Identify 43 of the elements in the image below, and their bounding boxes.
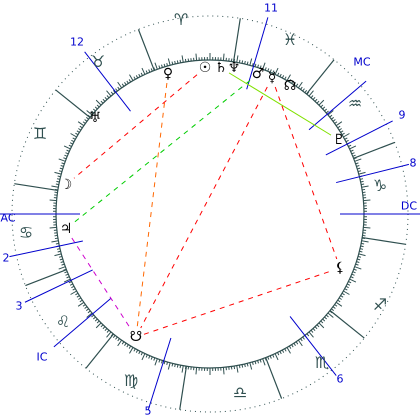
house-label: MC: [353, 56, 371, 68]
house-label: 3: [16, 300, 22, 312]
zodiac-sign-glyph: ♏: [314, 355, 330, 371]
planet-glyph: ⚸: [334, 261, 346, 275]
house-label: 9: [398, 110, 406, 120]
zodiac-sign-glyph: ♍: [124, 373, 138, 389]
house-label: 11: [264, 2, 278, 14]
house-label: 12: [70, 36, 84, 48]
house-label: DC: [400, 200, 418, 212]
planet-glyph: ♇: [332, 133, 346, 147]
zodiac-sign-glyph: ♊: [32, 126, 48, 142]
planet-glyph: ☊: [284, 79, 296, 93]
aspect-line: [274, 86, 338, 260]
planet-glyph: ♄: [214, 61, 228, 75]
zodiac-sign-glyph: ♎: [232, 385, 248, 401]
aspect-line: [228, 72, 332, 136]
planet-glyph: ☿: [268, 71, 276, 85]
aspect-line: [140, 86, 268, 328]
house-label: 2: [2, 252, 10, 264]
aspect-line: [74, 80, 250, 224]
zodiac-sign-glyph: ♐: [372, 297, 388, 313]
planet-glyph: ♆: [228, 61, 240, 75]
zodiac-sign-glyph: ♈: [174, 12, 188, 28]
planet-glyph: ♅: [88, 111, 102, 125]
planet-glyph: ♃: [60, 222, 72, 236]
house-label: IC: [36, 352, 48, 362]
zodiac-sign-glyph: ♋: [18, 225, 34, 241]
zodiac-sign-glyph: ♒: [348, 96, 362, 112]
aspect-line: [136, 82, 168, 328]
zodiac-sign-glyph: ♉: [90, 54, 106, 70]
house-label: 5: [144, 406, 152, 416]
planet-glyph: ♂: [252, 67, 264, 81]
planet-glyph: ☋: [130, 330, 142, 344]
planet-glyph: ☽: [60, 178, 72, 192]
zodiac-sign-glyph: ♓: [282, 32, 298, 48]
zodiac-sign-glyph: ♑: [372, 178, 388, 194]
planet-glyph: ☉: [198, 61, 212, 75]
zodiac-sign-glyph: ♌: [56, 314, 70, 330]
aspect-line: [71, 238, 131, 328]
house-label: 8: [410, 158, 416, 168]
house-label: 6: [336, 374, 344, 384]
planet-glyph: ♀: [162, 67, 174, 81]
aspect-line: [74, 74, 198, 179]
